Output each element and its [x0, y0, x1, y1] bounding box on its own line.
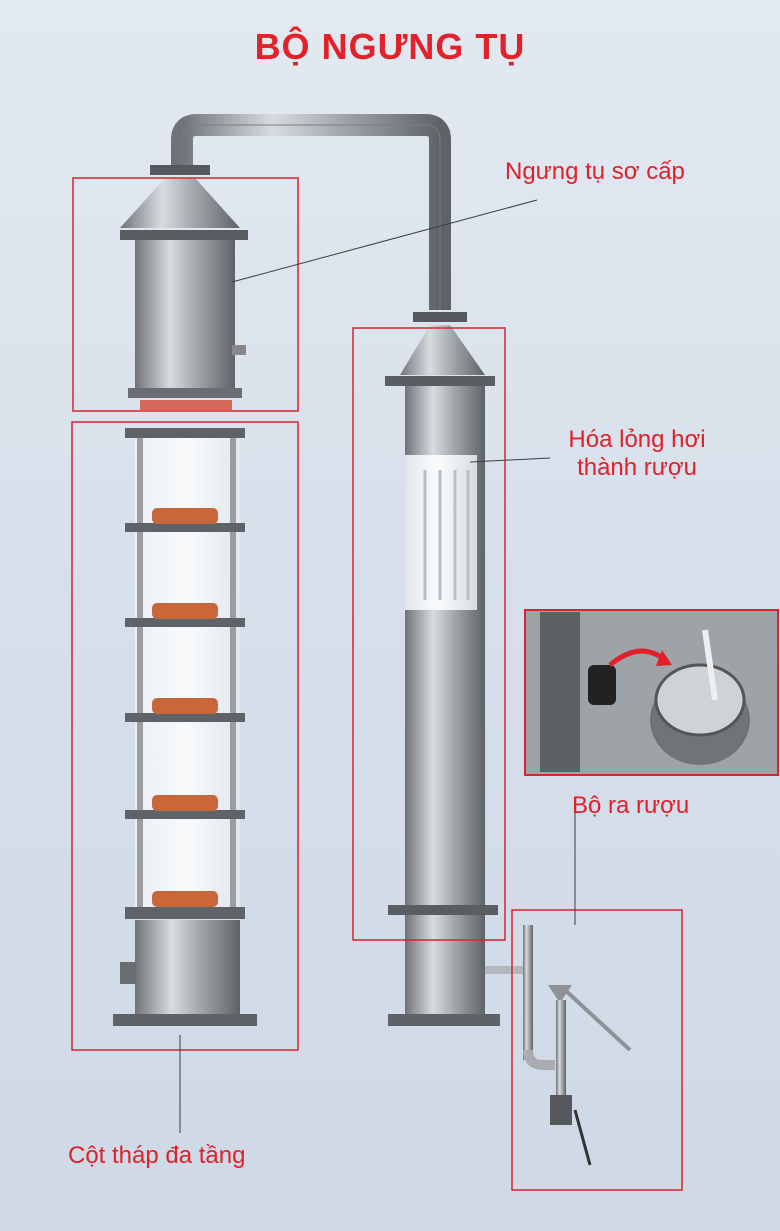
- label-liquefy-line2: thành rượu: [577, 454, 697, 481]
- box-inset: [524, 609, 779, 776]
- box-multi-column: [71, 421, 299, 1051]
- diagram-title: BỘ NGƯNG TỤ: [254, 26, 526, 67]
- outlet-inset-photo: [525, 610, 778, 775]
- highlight-boxes: [71, 177, 779, 1191]
- box-primary-condenser: [72, 177, 299, 412]
- spirit-outlet: [485, 925, 632, 1166]
- label-primary-condenser: Ngưng tụ sơ cấp: [505, 158, 685, 185]
- primary-condenser: [120, 165, 248, 410]
- box-outlet: [511, 909, 683, 1191]
- tray-plates: [125, 428, 245, 919]
- label-outlet: Bộ ra rượu: [572, 792, 690, 819]
- vapor-pipe: [171, 114, 451, 310]
- label-liquefy-line1: Hóa lỏng hơi: [568, 426, 706, 453]
- copper-bubble-caps: [152, 508, 218, 907]
- box-liquefy: [352, 327, 506, 941]
- multi-stage-column: [113, 428, 257, 1026]
- label-multi-column: Cột tháp đa tầng: [68, 1142, 246, 1169]
- secondary-condenser-column: [385, 312, 500, 1026]
- leader-lines: [179, 199, 576, 1133]
